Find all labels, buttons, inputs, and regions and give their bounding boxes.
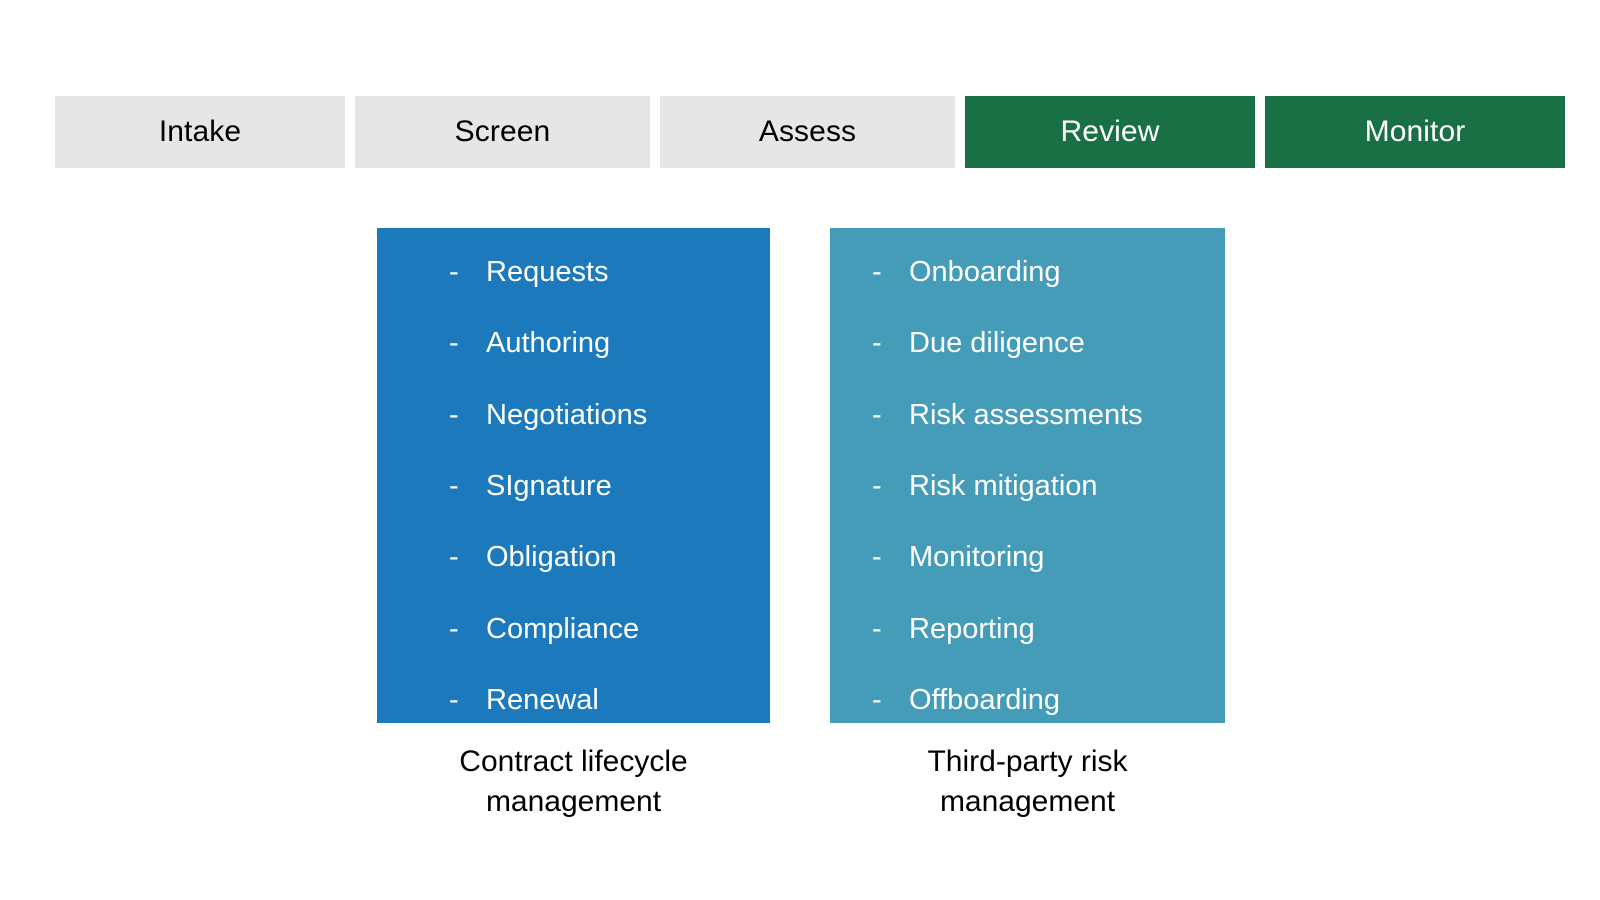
card-caption-third-party-risk-management: Third-party risk management [927,745,1128,818]
list-item: - Requests [377,258,770,287]
list-item: - Offboarding [830,683,1225,716]
phase-tab-label: Assess [758,115,857,148]
capability-card-contract-lifecycle-management: - Requests - Authoring - Negotiations - … [377,228,770,723]
bullet-dash-icon: - [872,469,882,502]
bullet-dash-icon: - [872,398,882,431]
bullet-dash-icon: - [449,398,459,431]
process-phase-tabs: Intake Screen Assess Review Monitor [55,96,1565,168]
list-item: - Authoring [377,329,770,358]
list-item-label: Obligation [486,541,617,574]
list-item: - Reporting [830,612,1225,645]
bullet-dash-icon: - [449,541,459,574]
list-item-label: Authoring [486,327,611,360]
phase-tab-screen[interactable]: Screen [355,96,650,168]
phase-tab-review[interactable]: Review [965,96,1255,168]
list-item-label: Risk assessments [909,398,1143,431]
list-item: - Negotiations [377,398,770,431]
phase-tab-label: Screen [454,115,551,148]
phase-tab-label: Review [1060,115,1160,148]
bullet-dash-icon: - [872,683,882,716]
phase-tab-assess[interactable]: Assess [660,96,955,168]
bullet-dash-icon: - [872,612,882,645]
list-item: - Obligation [377,543,770,572]
list-item-label: Requests [486,256,609,288]
bullet-dash-icon: - [872,327,882,360]
list-item: - Compliance [377,612,770,645]
bullet-dash-icon: - [449,256,459,288]
capability-list: - Onboarding - Due diligence - Risk asse… [830,258,1225,723]
list-item: - Onboarding [830,258,1225,287]
list-item-label: Negotiations [486,398,648,431]
bullet-dash-icon: - [449,469,459,502]
list-item-label: Onboarding [909,256,1061,288]
list-item-label: Monitoring [909,541,1045,574]
list-item: - Monitoring [830,543,1225,572]
bullet-dash-icon: - [872,541,882,574]
list-item: - Renewal [377,683,770,716]
capability-card-third-party-risk-management: - Onboarding - Due diligence - Risk asse… [830,228,1225,723]
list-item-label: Renewal [486,683,599,716]
list-item-label: Risk mitigation [909,469,1098,502]
list-item-label: Offboarding [909,683,1061,716]
list-item-label: SIgnature [486,469,612,502]
list-item-label: Reporting [909,612,1035,645]
bullet-dash-icon: - [449,683,459,716]
capability-list: - Requests - Authoring - Negotiations - … [377,258,770,723]
list-item-label: Compliance [486,612,640,645]
phase-tab-label: Intake [158,115,242,148]
bullet-dash-icon: - [449,612,459,645]
phase-tab-monitor[interactable]: Monitor [1265,96,1565,168]
bullet-dash-icon: - [872,256,882,288]
list-item: - SIgnature [377,469,770,502]
bullet-dash-icon: - [449,327,459,360]
list-item: - Due diligence [830,329,1225,358]
list-item: - Risk mitigation [830,469,1225,502]
card-caption-contract-lifecycle-management: Contract lifecycle management [459,745,688,818]
list-item-label: Due diligence [909,327,1085,360]
list-item: - Risk assessments [830,398,1225,431]
phase-tab-intake[interactable]: Intake [55,96,345,168]
phase-tab-label: Monitor [1364,115,1466,148]
